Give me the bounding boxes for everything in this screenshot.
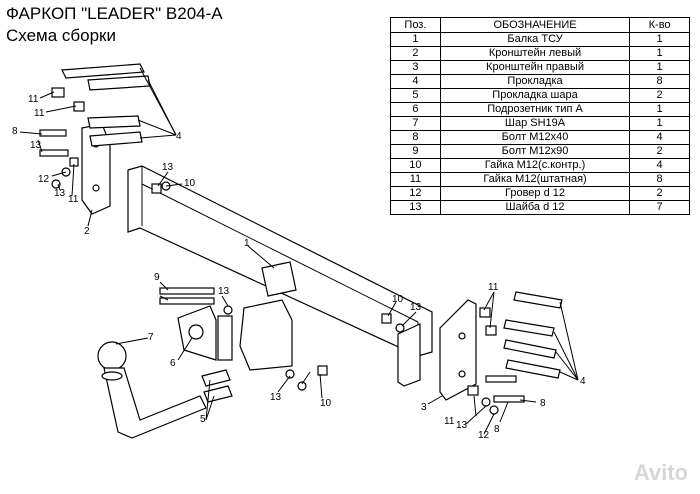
center-fasteners: [159, 287, 328, 391]
callout-7: 7: [148, 332, 154, 343]
callout-13-f: 13: [410, 302, 422, 313]
callout-12-left: 12: [38, 174, 50, 185]
callout-8-right: 8: [540, 398, 546, 409]
right-fasteners: [467, 307, 525, 415]
callout-1: 1: [244, 238, 250, 249]
ball-spacers: [201, 369, 233, 403]
cell-designation: Шайба d 12: [439, 200, 631, 215]
callout-13-g: 13: [456, 420, 468, 431]
cell-quantity: 7: [629, 200, 690, 215]
callout-13-c: 13: [162, 162, 174, 173]
cell-designation: Кронштейн правый: [439, 60, 631, 75]
center-plate: [239, 261, 297, 371]
watermark-logo: Avito: [633, 460, 688, 485]
callout-8-left: 8: [12, 126, 18, 137]
callout-3: 3: [421, 402, 427, 413]
callout-9: 9: [154, 272, 160, 283]
callout-11-d: 11: [488, 282, 499, 293]
callout-6: 6: [170, 358, 176, 369]
callout-13-b: 13: [54, 188, 66, 199]
tow-ball: [97, 341, 207, 439]
callout-13-a: 13: [30, 140, 42, 151]
cell-position: 12: [390, 186, 441, 201]
cell-position: 13: [390, 200, 441, 215]
callout-5: 5: [200, 414, 206, 425]
callout-11-a: 11: [28, 94, 39, 105]
page-title: ФАРКОП "LEADER" B204-A: [6, 4, 223, 23]
callout-labels: 1 2 3 4 4 5 6 7 8 8 9 10 10 10 11 11 11 …: [12, 94, 586, 441]
callout-10-right: 10: [392, 294, 404, 305]
callout-10-center: 10: [320, 398, 332, 409]
cell-designation: Шар SH19A: [439, 116, 631, 131]
callout-13-d: 13: [218, 286, 230, 297]
socket-bracket: [177, 305, 233, 361]
callout-11-b: 11: [34, 108, 45, 119]
callout-4-right: 4: [580, 376, 586, 387]
right-spacers: [503, 291, 563, 379]
callout-4-left: 4: [176, 131, 182, 142]
callout-10-left: 10: [184, 178, 196, 189]
right-bracket: [439, 299, 477, 401]
callout-2: 2: [84, 226, 90, 237]
callout-13-e: 13: [270, 392, 282, 403]
leader-lines: [19, 67, 579, 435]
left-spacers: [61, 63, 151, 147]
callout-12-right: 12: [478, 430, 490, 441]
callout-11-e: 11: [444, 416, 455, 427]
left-fasteners: [39, 87, 171, 194]
cell-designation: Гайка М12(штатная): [439, 172, 631, 187]
callout-8-bolt: 8: [494, 424, 500, 435]
cell-designation: Болт M12x40: [439, 130, 631, 145]
page-subtitle: Схема сборки: [6, 26, 116, 45]
callout-11-c: 11: [68, 194, 79, 205]
